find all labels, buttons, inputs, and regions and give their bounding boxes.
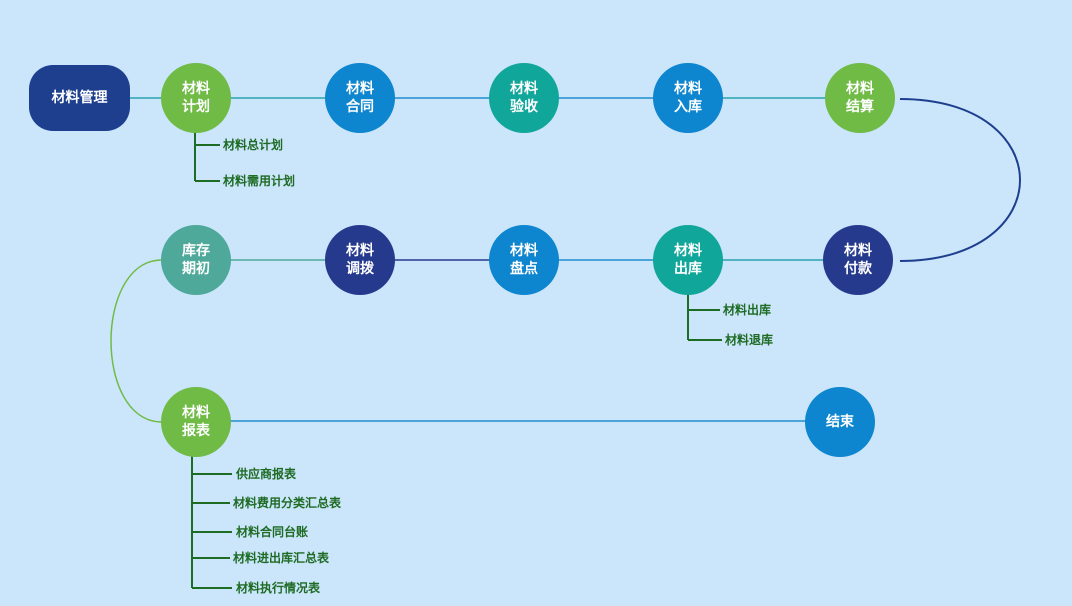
outbound-child-issue[interactable]: 材料出库 xyxy=(723,303,772,317)
step-label: 材料 结算 xyxy=(846,81,874,115)
step-material-warehousing[interactable]: 材料 入库 xyxy=(653,63,723,133)
step-material-outbound[interactable]: 材料 出库 xyxy=(653,225,723,295)
step-material-transfer[interactable]: 材料 调拨 xyxy=(325,225,395,295)
step-label: 材料 入库 xyxy=(674,81,702,115)
step-opening-stock[interactable]: 库存 期初 xyxy=(161,225,231,295)
report-child-contract-ledger[interactable]: 材料合同台账 xyxy=(236,525,309,539)
root-label: 材料管理 xyxy=(51,90,108,106)
step-label: 材料 报表 xyxy=(182,405,210,439)
plan-child-total-plan[interactable]: 材料总计划 xyxy=(223,138,284,152)
step-material-settlement[interactable]: 材料 结算 xyxy=(825,63,895,133)
plan-child-demand-plan[interactable]: 材料需用计划 xyxy=(223,174,296,188)
step-label: 材料 付款 xyxy=(844,243,872,277)
step-end[interactable]: 结束 xyxy=(805,387,875,457)
step-label: 材料 合同 xyxy=(346,81,374,115)
step-material-plan[interactable]: 材料 计划 xyxy=(161,63,231,133)
step-label: 材料 出库 xyxy=(674,243,702,277)
report-child-inout-summary[interactable]: 材料进出库汇总表 xyxy=(233,551,330,565)
step-label: 材料 盘点 xyxy=(510,243,538,277)
step-material-contract[interactable]: 材料 合同 xyxy=(325,63,395,133)
report-child-supplier[interactable]: 供应商报表 xyxy=(236,467,297,481)
step-label: 材料 调拨 xyxy=(346,243,374,277)
step-label: 材料 计划 xyxy=(182,81,210,115)
outbound-child-return[interactable]: 材料退库 xyxy=(725,333,774,347)
report-child-cost-summary[interactable]: 材料费用分类汇总表 xyxy=(233,496,342,510)
report-branch xyxy=(191,456,232,589)
root-node-material-management[interactable]: 材料管理 xyxy=(29,65,130,131)
step-material-report[interactable]: 材料 报表 xyxy=(161,387,231,457)
step-material-stocktake[interactable]: 材料 盘点 xyxy=(489,225,559,295)
step-label: 库存 期初 xyxy=(182,243,210,277)
step-material-acceptance[interactable]: 材料 验收 xyxy=(489,63,559,133)
link-opening-report xyxy=(110,259,163,423)
step-label: 结束 xyxy=(826,414,854,430)
report-child-execution[interactable]: 材料执行情况表 xyxy=(236,581,321,595)
step-label: 材料 验收 xyxy=(510,81,538,115)
outbound-branch xyxy=(687,294,722,341)
step-material-payment[interactable]: 材料 付款 xyxy=(823,225,893,295)
link-settlement-payment xyxy=(899,98,1021,262)
plan-branch xyxy=(194,132,220,182)
